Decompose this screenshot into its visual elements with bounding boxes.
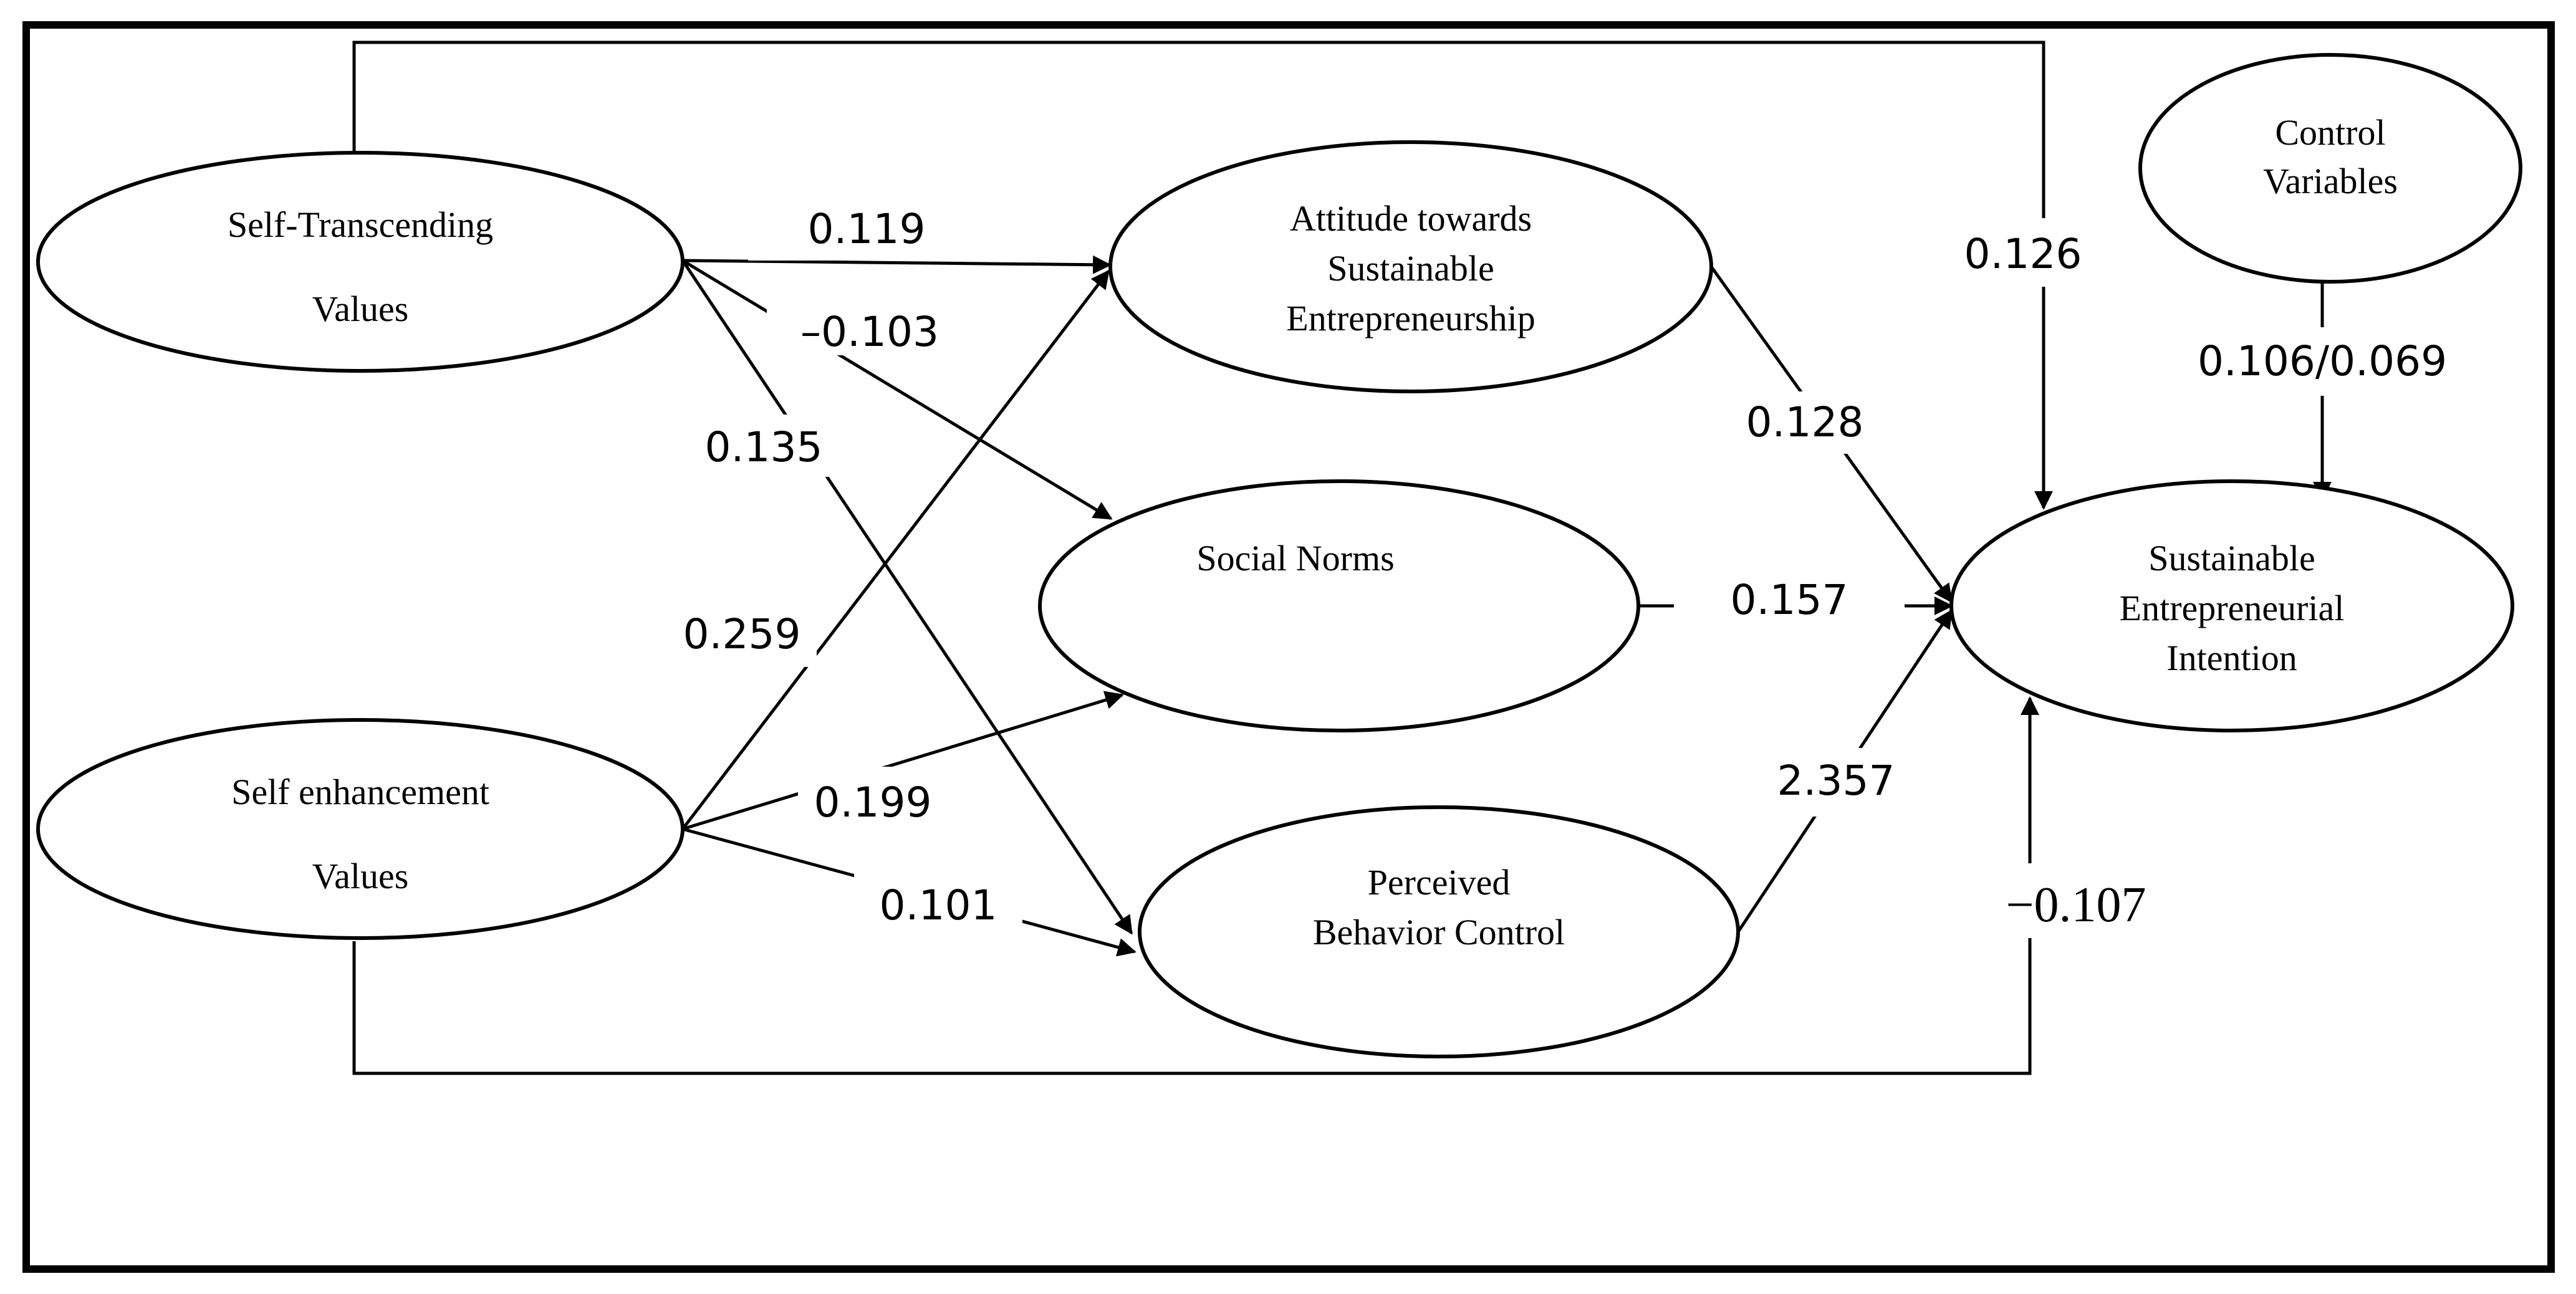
coef-control-to-sei: 0.106/0.069 <box>2198 337 2447 385</box>
coef-st-to-sei: 0.126 <box>1964 230 2082 278</box>
node-sustainable-entrepreneurial-intention: Sustainable Entrepreneurial Intention <box>1949 479 2514 732</box>
node-self-transcending: Self-Transcending Values <box>36 151 685 373</box>
node-label: Entrepreneurship <box>1286 298 1535 338</box>
coef-st-to-sn: –0.103 <box>800 308 939 356</box>
path-st-to-att <box>682 255 1112 274</box>
node-social-norms: Social Norms <box>1038 479 1640 732</box>
node-attitude: Attitude towards Sustainable Entrepreneu… <box>1108 140 1713 393</box>
node-control-variables: Control Variables <box>2138 53 2522 284</box>
node-label: Intention <box>2166 638 2297 678</box>
node-label: Values <box>312 289 409 329</box>
path-st-to-sn <box>681 259 1113 520</box>
coef-se-to-pbc: 0.101 <box>880 881 997 929</box>
path-se-to-sn <box>682 691 1124 831</box>
node-label: Control <box>2275 112 2385 153</box>
node-label: Entrepreneurial <box>2120 588 2345 628</box>
coef-st-to-pbc: 0.135 <box>705 423 823 471</box>
diagram-frame <box>22 21 2555 1273</box>
coef-se-to-att: 0.259 <box>683 610 801 658</box>
node-label: Perceived <box>1368 862 1511 903</box>
coef-pbc-to-sei: 2.357 <box>1777 757 1895 805</box>
node-label: Self enhancement <box>231 772 489 812</box>
coef-se-to-sn: 0.199 <box>814 779 932 827</box>
node-label: Sustainable <box>2148 538 2315 578</box>
node-label: Sustainable <box>1327 248 1494 289</box>
path-se-to-att <box>681 269 1110 830</box>
label-masks <box>667 198 2466 938</box>
coef-sn-to-sei: 0.157 <box>1731 576 1848 624</box>
node-label: Attitude towards <box>1290 198 1532 239</box>
coef-st-to-att: 0.119 <box>808 205 926 253</box>
node-label: Values <box>312 856 409 896</box>
node-perceived-behavior-control: Perceived Behavior Control <box>1138 805 1740 1058</box>
coef-att-to-sei: 0.128 <box>1746 398 1864 446</box>
node-label: Social Norms <box>1196 538 1394 578</box>
node-self-enhancement: Self enhancement Values <box>36 718 685 940</box>
coef-se-to-sei: −0.107 <box>2006 878 2146 932</box>
node-label: Self-Transcending <box>228 204 493 245</box>
path-st-to-pbc <box>681 259 1133 935</box>
node-label: Behavior Control <box>1313 912 1565 952</box>
node-label: Variables <box>2263 161 2398 201</box>
